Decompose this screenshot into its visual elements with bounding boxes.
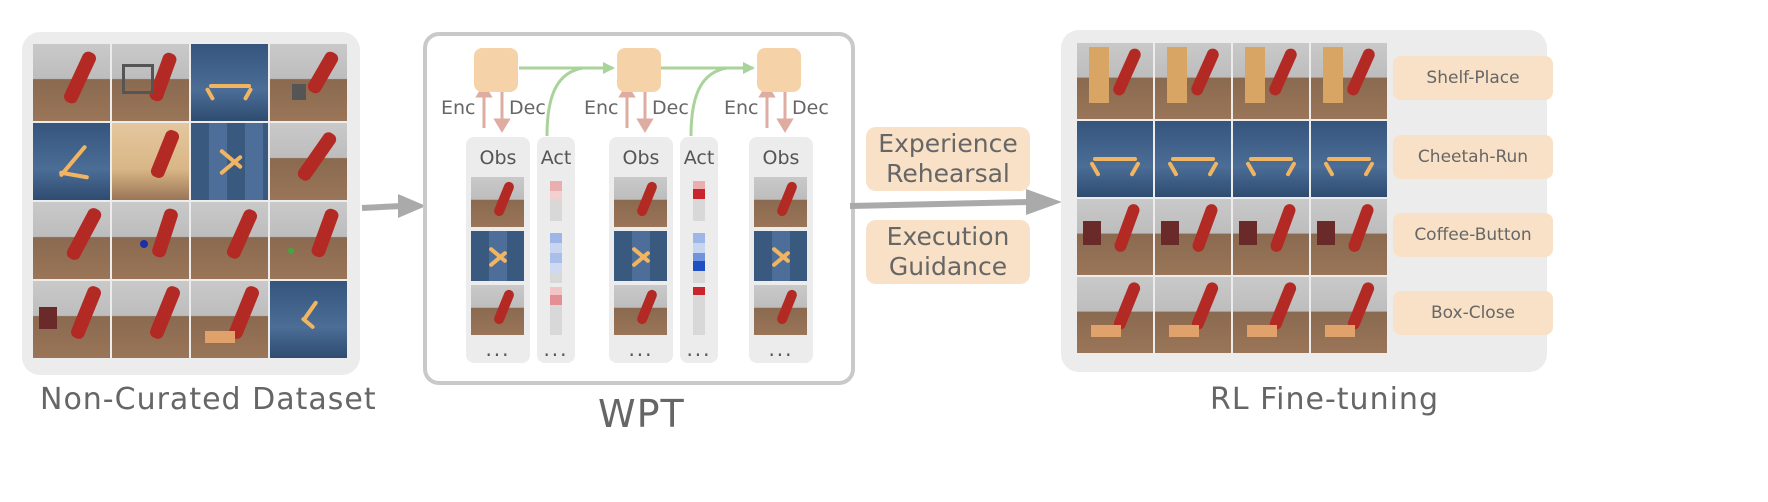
dataset-thumb bbox=[112, 202, 189, 279]
latent-token-3 bbox=[757, 48, 801, 92]
finetune-thumb bbox=[1155, 277, 1231, 353]
dataset-thumb bbox=[33, 281, 110, 358]
chip-line: Execution bbox=[886, 222, 1010, 251]
dec-label-3: Dec bbox=[792, 97, 829, 119]
finetune-grid bbox=[1077, 43, 1387, 353]
finetune-caption: RL Fine-tuning bbox=[1210, 382, 1439, 417]
dec-label-1: Dec bbox=[509, 97, 546, 119]
obs-column-2: Obs ... bbox=[609, 137, 673, 363]
dataset-thumb bbox=[270, 281, 347, 358]
dataset-thumb bbox=[270, 44, 347, 121]
chip-line: Guidance bbox=[888, 252, 1008, 281]
obs-column-1: Obs ... bbox=[466, 137, 530, 363]
obs-frame bbox=[614, 231, 667, 281]
finetune-thumb bbox=[1233, 277, 1309, 353]
experience-rehearsal-chip: Experience Rehearsal bbox=[866, 127, 1030, 191]
enc-label-3: Enc bbox=[724, 97, 759, 119]
finetune-thumb bbox=[1155, 121, 1231, 197]
act-column-2: Act ... bbox=[680, 137, 718, 363]
wpt-caption: WPT bbox=[598, 392, 685, 436]
finetune-thumb bbox=[1077, 277, 1153, 353]
latent-token-1 bbox=[474, 48, 518, 92]
flow-arrow-2 bbox=[850, 189, 1062, 215]
action-bar bbox=[693, 181, 705, 221]
enc-label-2: Enc bbox=[584, 97, 619, 119]
action-bar bbox=[693, 287, 705, 335]
obs-frame bbox=[754, 177, 807, 227]
obs-frame bbox=[614, 177, 667, 227]
obs-frame bbox=[754, 285, 807, 335]
act-column-title: Act bbox=[540, 147, 572, 169]
chip-line: Rehearsal bbox=[886, 159, 1010, 188]
finetune-thumb bbox=[1311, 277, 1387, 353]
finetune-thumb bbox=[1311, 199, 1387, 275]
dataset-thumb bbox=[112, 123, 189, 200]
dataset-caption: Non-Curated Dataset bbox=[40, 382, 377, 417]
obs-column-title: Obs bbox=[479, 147, 517, 169]
finetune-thumb bbox=[1233, 121, 1309, 197]
obs-ellipsis: ... bbox=[768, 337, 794, 361]
action-bar bbox=[550, 233, 562, 283]
dataset-thumb bbox=[112, 44, 189, 121]
act-ellipsis: ... bbox=[686, 337, 712, 361]
action-bar bbox=[550, 287, 562, 335]
finetune-thumb bbox=[1155, 199, 1231, 275]
finetune-thumb bbox=[1077, 43, 1153, 119]
task-label-box-close: Box-Close bbox=[1393, 291, 1553, 335]
obs-frame bbox=[471, 177, 524, 227]
obs-ellipsis: ... bbox=[485, 337, 511, 361]
latent-token-2 bbox=[617, 48, 661, 92]
obs-frame bbox=[614, 285, 667, 335]
action-bar bbox=[693, 233, 705, 283]
dataset-thumb bbox=[191, 123, 268, 200]
obs-frame bbox=[471, 285, 524, 335]
obs-column-3: Obs ... bbox=[749, 137, 813, 363]
obs-column-title: Obs bbox=[622, 147, 660, 169]
action-bar bbox=[550, 181, 562, 221]
finetune-thumb bbox=[1311, 121, 1387, 197]
chip-line: Experience bbox=[878, 129, 1018, 158]
dataset-thumb bbox=[33, 44, 110, 121]
dataset-thumb bbox=[33, 123, 110, 200]
finetune-thumb bbox=[1311, 43, 1387, 119]
dec-label-2: Dec bbox=[652, 97, 689, 119]
dataset-thumb bbox=[270, 123, 347, 200]
obs-frame bbox=[471, 231, 524, 281]
flow-arrow-1 bbox=[361, 194, 426, 218]
dataset-thumb bbox=[191, 281, 268, 358]
finetune-thumb bbox=[1233, 199, 1309, 275]
obs-ellipsis: ... bbox=[628, 337, 654, 361]
enc-label-1: Enc bbox=[441, 97, 476, 119]
task-label-shelf-place: Shelf-Place bbox=[1393, 56, 1553, 100]
finetune-thumb bbox=[1077, 199, 1153, 275]
act-column-title: Act bbox=[683, 147, 715, 169]
dataset-thumb bbox=[191, 44, 268, 121]
dataset-grid bbox=[33, 44, 347, 358]
dataset-thumb bbox=[33, 202, 110, 279]
task-label-coffee-button: Coffee-Button bbox=[1393, 213, 1553, 257]
execution-guidance-chip: Execution Guidance bbox=[866, 220, 1030, 284]
task-label-cheetah-run: Cheetah-Run bbox=[1393, 135, 1553, 179]
dataset-thumb bbox=[191, 202, 268, 279]
finetune-thumb bbox=[1233, 43, 1309, 119]
obs-frame bbox=[754, 231, 807, 281]
dataset-thumb bbox=[112, 281, 189, 358]
act-column-1: Act ... bbox=[537, 137, 575, 363]
dataset-thumb bbox=[270, 202, 347, 279]
obs-column-title: Obs bbox=[762, 147, 800, 169]
act-ellipsis: ... bbox=[543, 337, 569, 361]
finetune-thumb bbox=[1077, 121, 1153, 197]
finetune-thumb bbox=[1155, 43, 1231, 119]
